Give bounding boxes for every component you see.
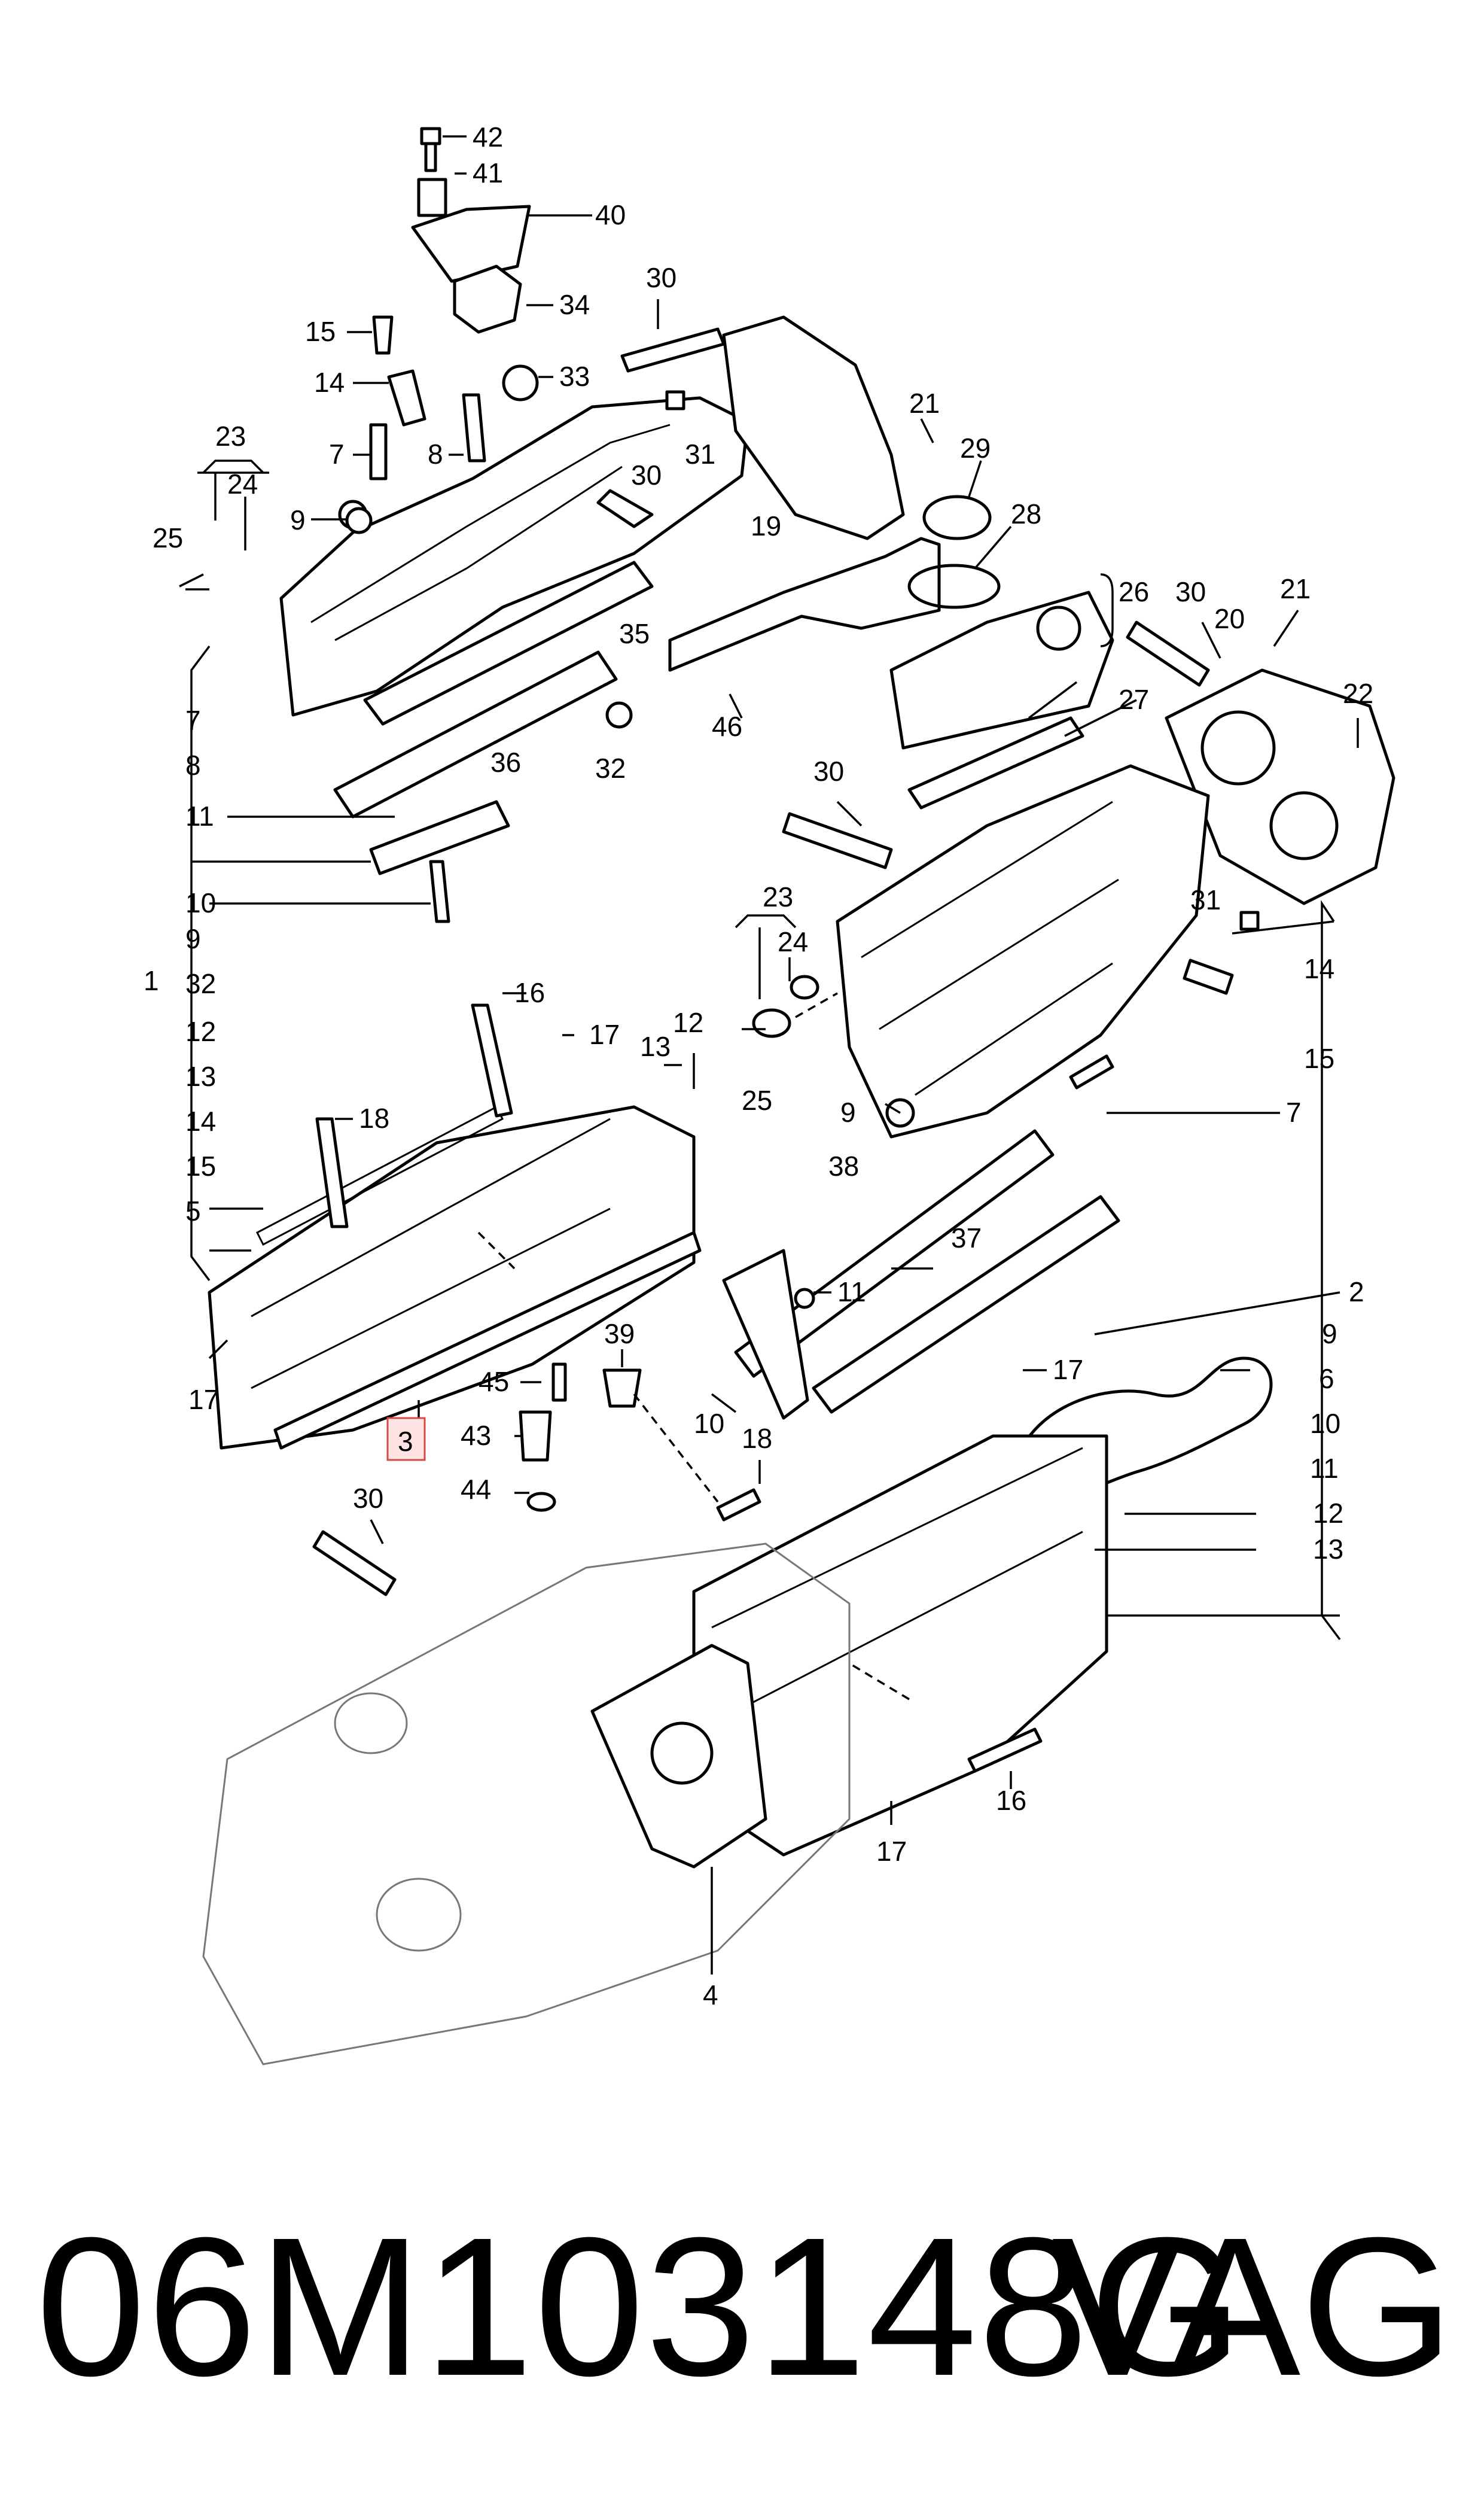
callout-17-top: 17: [589, 1019, 620, 1050]
callout-3: 3: [398, 1426, 413, 1457]
callout-9-right: 9: [840, 1097, 856, 1128]
exploded-parts-diagram: 42 41 40 30 15 34 14 33 21 31 7 8 23 29 …: [144, 121, 1395, 2065]
callout-12-top: 12: [673, 1007, 703, 1038]
part-drawings: [202, 127, 1395, 2065]
callout-1: 1: [144, 965, 159, 996]
brand-name: VAG: [1052, 2196, 1454, 2417]
callout-9-mid: 9: [185, 923, 201, 954]
callout-8-mid: 8: [185, 750, 201, 781]
callout-39: 39: [604, 1318, 635, 1349]
callout-23-mid: 23: [763, 881, 793, 912]
callout-31-top: 31: [685, 439, 715, 470]
callout-36: 36: [490, 747, 521, 778]
callout-7-left: 7: [329, 439, 345, 470]
callout-30-mid: 30: [813, 756, 844, 787]
callout-14-list: 14: [185, 1106, 216, 1137]
callout-37: 37: [951, 1222, 982, 1254]
callout-31-right: 31: [1190, 884, 1221, 915]
callout-23-left: 23: [215, 421, 246, 452]
callout-32: 32: [595, 753, 626, 784]
callout-30-right: 30: [1175, 576, 1206, 607]
callout-26: 26: [1119, 576, 1149, 607]
callout-28: 28: [1011, 498, 1041, 530]
callout-10-list: 10: [1310, 1408, 1340, 1439]
callout-34: 34: [559, 289, 590, 320]
callout-7-right: 7: [1286, 1097, 1302, 1128]
callout-17-right: 17: [1053, 1354, 1083, 1385]
callout-13-list: 13: [185, 1061, 216, 1092]
callout-11-left: 11: [185, 801, 214, 832]
callout-11-list: 11: [1310, 1453, 1339, 1484]
callout-15-right: 15: [1304, 1043, 1334, 1074]
callout-32-list: 32: [185, 968, 216, 999]
callout-13-right: 13: [1313, 1534, 1343, 1565]
callout-11-right: 11: [837, 1276, 866, 1307]
callout-19: 19: [751, 510, 781, 541]
callout-8-left: 8: [428, 439, 443, 470]
callout-6: 6: [1319, 1363, 1334, 1394]
callout-12-list: 12: [185, 1016, 216, 1047]
callout-17-left: 17: [188, 1384, 219, 1415]
callout-13-top: 13: [640, 1031, 671, 1062]
callout-38: 38: [828, 1151, 859, 1182]
callout-43: 43: [461, 1420, 491, 1451]
callout-41: 41: [473, 157, 503, 188]
callout-30-top: 30: [646, 262, 677, 293]
callout-15-left: 15: [305, 316, 336, 347]
callout-30-bottom: 30: [353, 1483, 383, 1514]
callout-33: 33: [559, 361, 590, 392]
callout-21-right: 21: [1280, 573, 1311, 604]
callout-35: 35: [619, 618, 650, 649]
callout-10-mid: 10: [694, 1408, 724, 1439]
callout-29: 29: [960, 433, 991, 464]
callout-12-right: 12: [1313, 1498, 1343, 1529]
callout-25-mid: 25: [742, 1085, 772, 1116]
callout-21-top: 21: [909, 388, 940, 419]
callout-40: 40: [595, 199, 626, 230]
highlight-box-part-3: [386, 1417, 426, 1461]
callout-45: 45: [479, 1366, 509, 1397]
callout-42: 42: [473, 121, 503, 153]
callout-17-bottom: 17: [876, 1836, 907, 1867]
callout-30-tube: 30: [631, 460, 662, 491]
callout-16-top: 16: [514, 977, 545, 1008]
callout-7-mid: 7: [185, 705, 201, 736]
callout-27: 27: [1119, 684, 1149, 715]
callout-24-mid: 24: [778, 926, 808, 957]
leader-lines: [179, 135, 1359, 1975]
callout-labels: 42 41 40 30 15 34 14 33 21 31 7 8 23 29 …: [144, 121, 1373, 2010]
callout-14-left: 14: [314, 367, 345, 398]
callout-18-mid: 18: [742, 1423, 772, 1454]
callout-24-left: 24: [227, 468, 258, 500]
callout-46: 46: [712, 711, 742, 742]
callout-18-top: 18: [359, 1103, 389, 1134]
callout-5: 5: [185, 1195, 201, 1227]
callout-44: 44: [461, 1474, 491, 1505]
callout-15-list: 15: [185, 1151, 216, 1182]
callout-2: 2: [1349, 1276, 1364, 1307]
callout-20: 20: [1214, 603, 1245, 634]
callout-14-right: 14: [1304, 953, 1334, 984]
callout-16-bottom: 16: [996, 1785, 1026, 1816]
callout-10-left: 10: [185, 887, 216, 918]
callout-9-list: 9: [1322, 1318, 1337, 1349]
callout-9-left: 9: [290, 504, 306, 536]
part-number: 06M103148G: [36, 2196, 1244, 2417]
callout-22: 22: [1343, 678, 1373, 709]
callout-4: 4: [703, 1979, 718, 2010]
callout-25-left: 25: [153, 522, 183, 553]
